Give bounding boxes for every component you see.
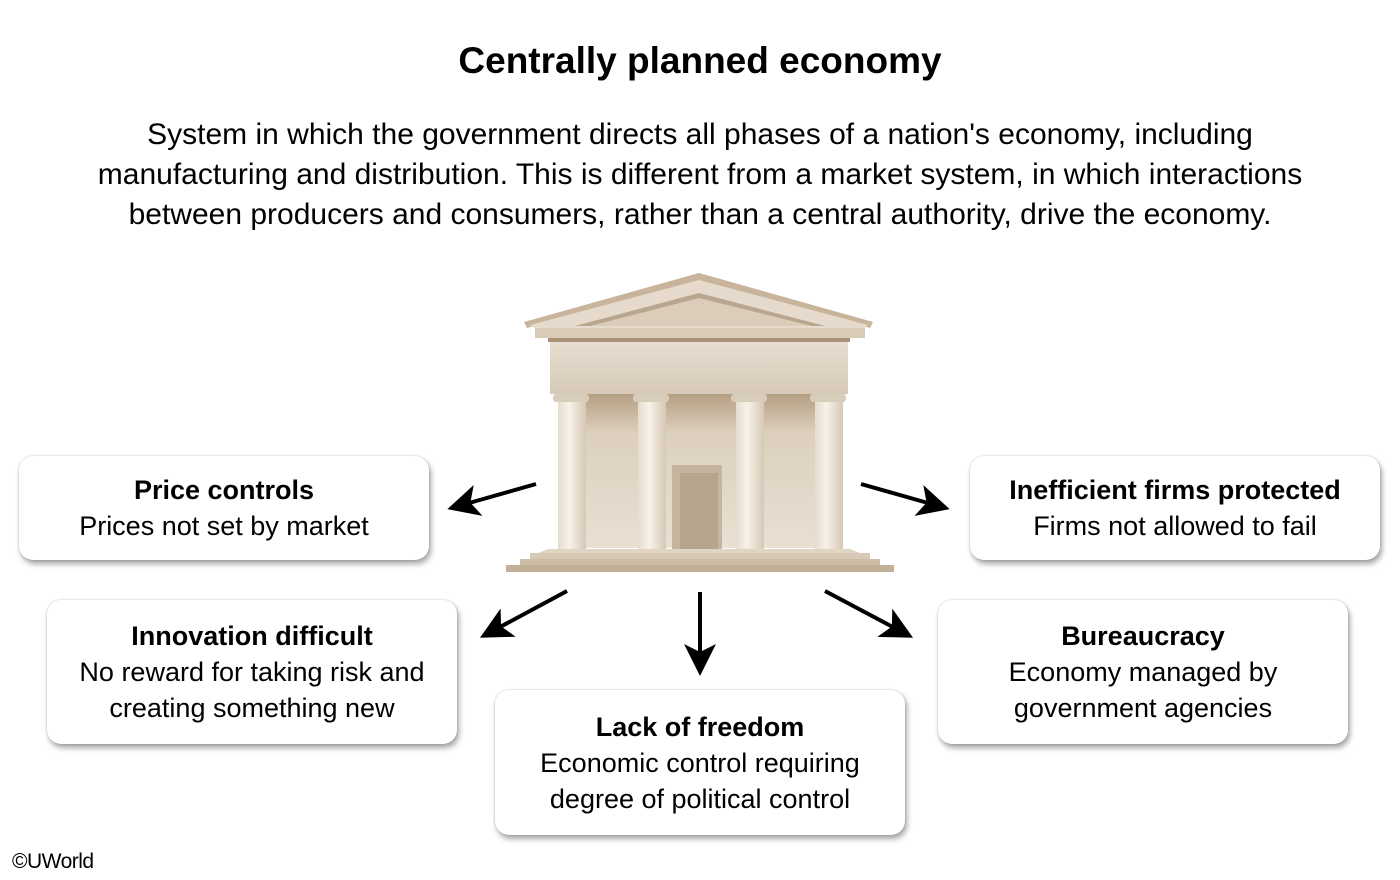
diagram-title: Centrally planned economy bbox=[458, 40, 942, 81]
card-innovation-difficult: Innovation difficult No reward for takin… bbox=[47, 600, 457, 744]
definition-line: between producers and consumers, rather … bbox=[128, 198, 1272, 231]
card-price-controls: Price controls Prices not set by market bbox=[19, 456, 429, 560]
card-heading: Lack of freedom bbox=[595, 711, 805, 742]
card-body: Economic control requiring bbox=[540, 747, 860, 778]
card-body: Economy managed by bbox=[1008, 657, 1278, 687]
column bbox=[633, 394, 669, 552]
arrow-to-innovation bbox=[479, 589, 568, 638]
card-heading: Inefficient firms protected bbox=[1009, 475, 1341, 505]
card-heading: Innovation difficult bbox=[131, 621, 373, 651]
government-building-icon bbox=[506, 273, 894, 572]
card-body: Firms not allowed to fail bbox=[1033, 511, 1317, 541]
arrow-to-price-controls bbox=[447, 482, 537, 516]
card-body: creating something new bbox=[109, 693, 395, 723]
card-bureaucracy: Bureaucracy Economy managed by governmen… bbox=[938, 600, 1348, 744]
card-heading: Bureaucracy bbox=[1061, 621, 1225, 651]
arrow-to-bureaucracy bbox=[824, 589, 914, 638]
arrow-to-inefficient-firms bbox=[860, 482, 950, 516]
card-inefficient-firms-protected: Inefficient firms protected Firms not al… bbox=[970, 456, 1380, 560]
column bbox=[553, 394, 589, 552]
definition-text: System in which the government directs a… bbox=[20, 115, 1380, 235]
card-body: Prices not set by market bbox=[79, 511, 369, 541]
card-body: degree of political control bbox=[549, 783, 851, 814]
card-heading: Price controls bbox=[133, 475, 315, 505]
card-body: government agencies bbox=[1013, 693, 1273, 723]
definition-line: System in which the government directs a… bbox=[147, 118, 1253, 151]
copyright-credit: ©UWorld bbox=[12, 850, 94, 873]
card-body: No reward for taking risk and bbox=[79, 657, 425, 687]
card-lack-of-freedom: Lack of freedom Economic control requiri… bbox=[495, 690, 905, 835]
definition-line: manufacturing and distribution. This is … bbox=[97, 158, 1303, 191]
column bbox=[810, 394, 846, 552]
column bbox=[731, 394, 767, 552]
